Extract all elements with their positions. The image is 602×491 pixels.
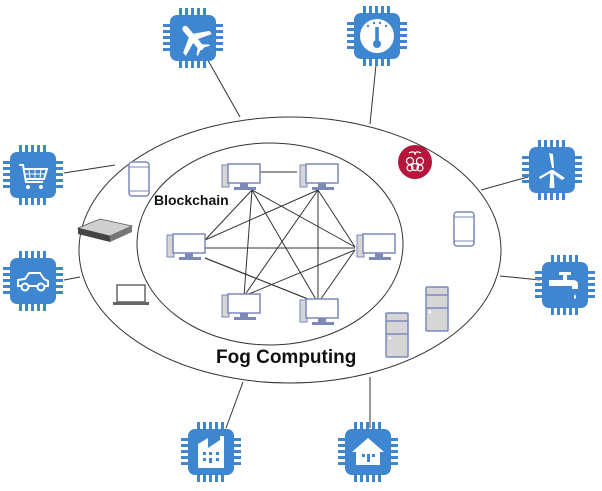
link-cart (63, 164, 116, 174)
car-icon (17, 272, 49, 287)
iot-chip-factory[interactable] (181, 422, 241, 482)
link-turbine (480, 176, 529, 191)
blockchain-label: Blockchain (154, 192, 229, 208)
wind-turbine-icon (539, 153, 565, 188)
airplane-icon (182, 25, 212, 57)
iot-chip-home[interactable] (338, 422, 398, 482)
iot-chip-water-tap[interactable] (535, 255, 595, 315)
iot-chip-airplane[interactable] (163, 8, 223, 68)
fog-computing-label: Fog Computing (216, 347, 356, 368)
link-factory (225, 381, 244, 429)
link-tap (499, 275, 541, 281)
blockchain-mesh (204, 171, 356, 304)
tablet-icon (453, 211, 475, 247)
iot-links (63, 54, 541, 429)
blockchain-node (356, 233, 396, 261)
iot-chip-thermometer[interactable] (347, 6, 407, 66)
iot-chip-shopping-cart[interactable] (3, 145, 63, 205)
water-tap-icon (549, 272, 578, 299)
raspberry-pi-icon (398, 145, 432, 179)
link-thermometer (369, 54, 378, 125)
router-icon (76, 218, 134, 242)
home-icon (352, 438, 384, 465)
tablet-icon (128, 161, 150, 197)
blockchain-node (221, 293, 261, 321)
blockchain-node (166, 233, 206, 261)
link-airplane (204, 54, 241, 118)
blockchain-node (221, 163, 261, 191)
shopping-cart-icon (19, 164, 49, 183)
factory-icon (198, 436, 224, 468)
laptop-icon (113, 284, 149, 305)
blockchain-ring (136, 142, 404, 346)
iot-chip-car[interactable] (3, 251, 63, 311)
blockchain-node (299, 163, 339, 191)
iot-chip-wind-turbine[interactable] (522, 140, 582, 200)
blockchain-nodes (166, 163, 396, 326)
thermometer-icon (360, 19, 394, 53)
server-icon (385, 312, 409, 358)
fog-ring (78, 116, 502, 384)
blockchain-node (299, 298, 339, 326)
server-icon (425, 286, 449, 332)
link-car (63, 276, 81, 281)
